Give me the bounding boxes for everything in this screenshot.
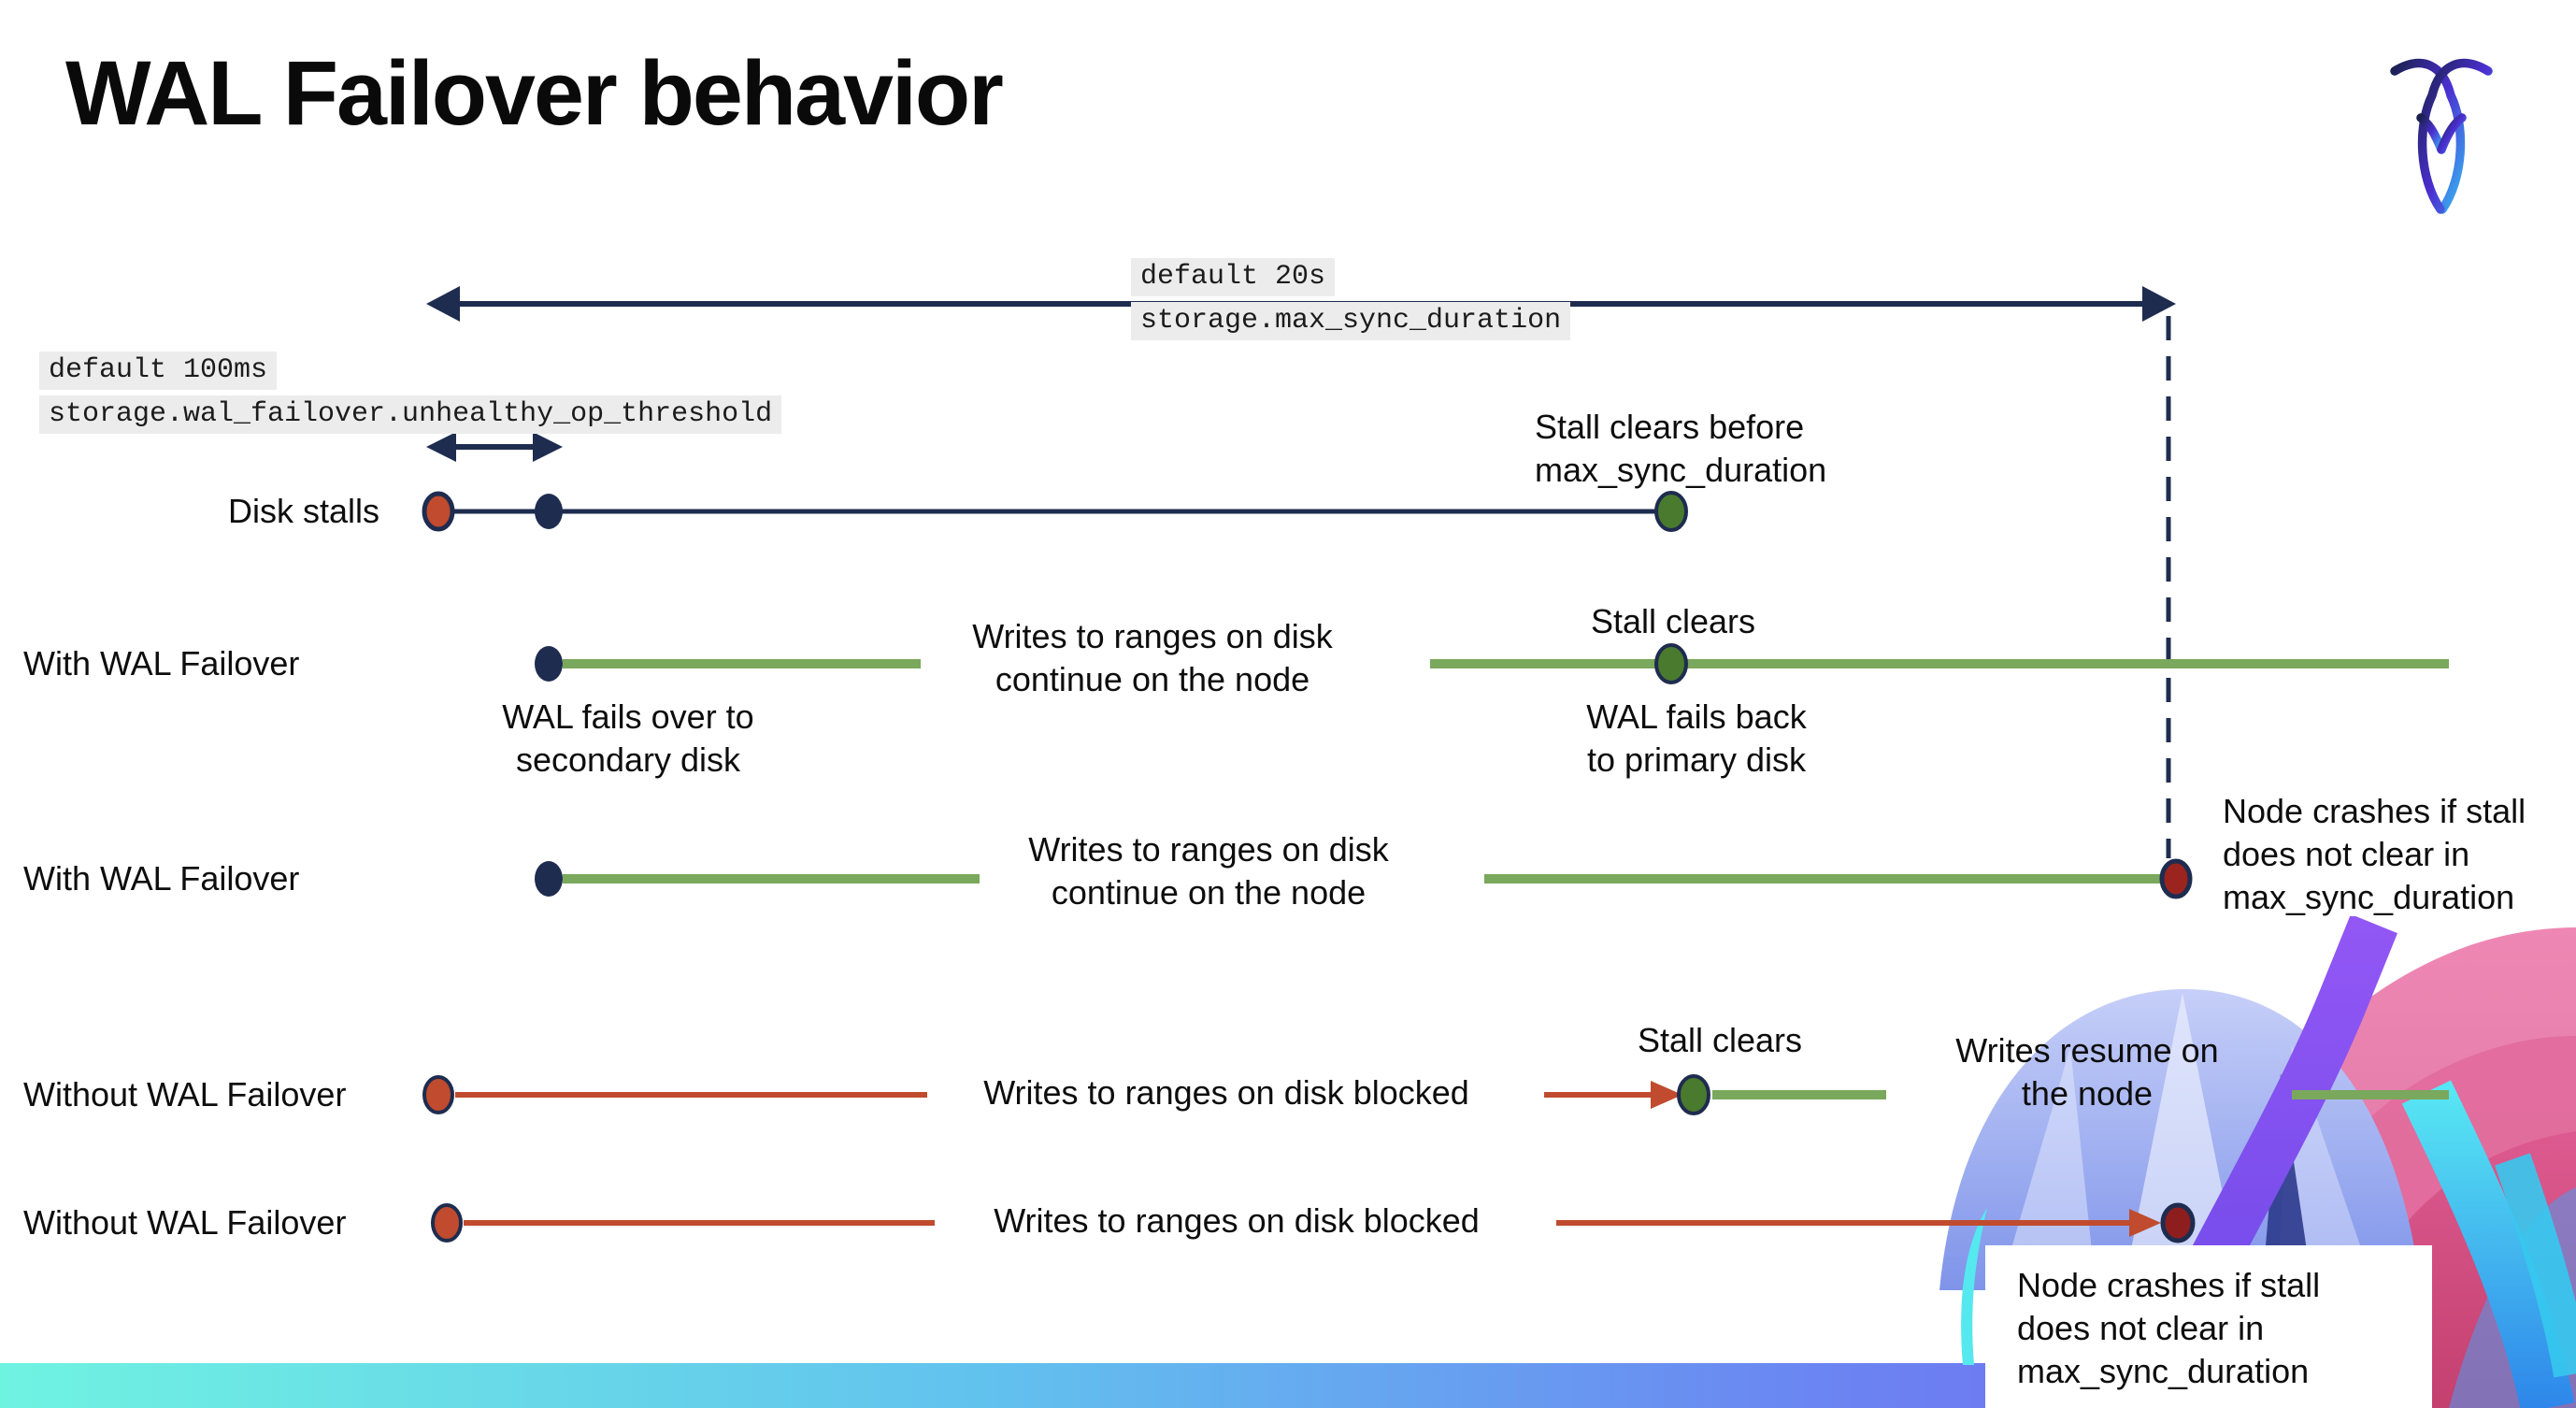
- page-title: WAL Failover behavior: [65, 42, 1004, 144]
- stall-clears-dot: [1654, 491, 1688, 532]
- ann-node-crashes-top: Node crashes if stall does not clear in …: [2223, 792, 2526, 916]
- ann-stall-clears-before: Stall clears before max_sync_duration: [1535, 408, 1827, 489]
- failback-dot: [1654, 643, 1688, 684]
- row-disk-stalls-line: [422, 491, 1688, 532]
- stall-start-dot: [431, 1203, 463, 1243]
- threshold-dot: [535, 494, 563, 529]
- ann-writes-blocked-1: Writes to ranges on disk blocked: [983, 1073, 1469, 1112]
- cockroachdb-logo-icon: [2390, 58, 2493, 214]
- stall-start-dot: [422, 491, 455, 532]
- row-without-failover-2-line: [431, 1202, 2196, 1243]
- unhealthy-op-setting-name: storage.wal_failover.unhealthy_op_thresh…: [39, 395, 782, 434]
- node-crash-dot: [2160, 1202, 2196, 1243]
- max-sync-duration-callout: default 20s storage.max_sync_duration: [1131, 258, 1571, 340]
- ann-writes-continue-2: Writes to ranges on disk continue on the…: [1028, 830, 1389, 912]
- unhealthy-op-threshold-callout: default 100ms storage.wal_failover.unhea…: [39, 352, 782, 434]
- ann-wal-fails-over: WAL fails over to secondary disk: [502, 697, 754, 779]
- row-wal-failover-2-line: [535, 858, 2193, 899]
- failover-dot: [535, 646, 563, 682]
- stall-clears-dot: [1677, 1074, 1710, 1115]
- row-label-without-wal-failover-1: Without WAL Failover: [23, 1075, 347, 1113]
- ann-wal-fails-back: WAL fails back to primary disk: [1586, 697, 1807, 779]
- row-label-without-wal-failover-2: Without WAL Failover: [23, 1203, 347, 1242]
- unhealthy-op-default-label: default 100ms: [39, 352, 278, 390]
- crash-note-text: Node crashes if stall does not clear in …: [2017, 1266, 2321, 1390]
- max-sync-setting-name: storage.max_sync_duration: [1131, 302, 1571, 340]
- node-crash-dot: [2159, 858, 2193, 899]
- ann-writes-blocked-2: Writes to ranges on disk blocked: [994, 1201, 1480, 1240]
- row-label-disk-stalls: Disk stalls: [228, 492, 380, 530]
- ann-stall-clears-1: Stall clears: [1590, 602, 1756, 640]
- row-label-with-wal-failover-1: With WAL Failover: [23, 644, 300, 682]
- unhealthy-op-threshold-arrow: [426, 432, 563, 462]
- ann-writes-resume: Writes resume on the node: [1955, 1031, 2219, 1113]
- ann-writes-continue-1: Writes to ranges on disk continue on the…: [972, 617, 1333, 698]
- row-label-with-wal-failover-2: With WAL Failover: [23, 859, 300, 898]
- ann-stall-clears-2: Stall clears: [1637, 1021, 1803, 1059]
- row-without-failover-1-line: [422, 1074, 2449, 1115]
- failover-dot: [535, 861, 563, 897]
- max-sync-default-label: default 20s: [1131, 258, 1336, 296]
- row-wal-failover-1-line: [535, 643, 2449, 684]
- stall-start-dot: [422, 1075, 454, 1114]
- crash-note-box: Node crashes if stall does not clear in …: [1985, 1245, 2432, 1408]
